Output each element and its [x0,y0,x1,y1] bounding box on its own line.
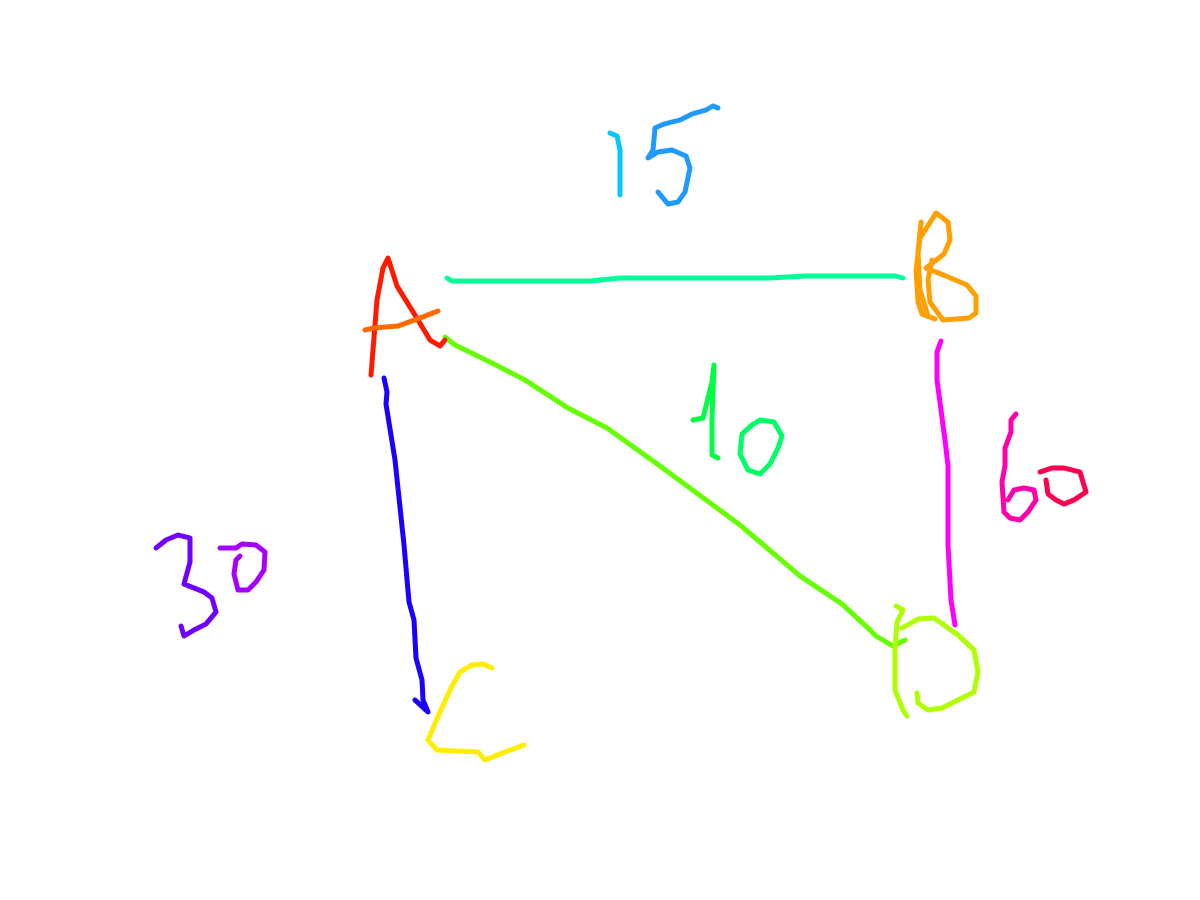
node-a [362,255,448,378]
weight-10-digit-0 [737,417,785,477]
node-c-text: C [470,709,472,711]
weight-label-15: 15 [607,103,721,207]
weight-10-digit-1 [690,362,721,461]
weight-15-digit-1 [607,130,623,198]
edge-a-d [442,334,908,649]
weight-30-digit-3 [153,532,219,639]
weight-label-10: 10 [690,362,785,477]
weight-60-digit-0 [1037,465,1089,507]
weight-30-text: 30 [210,584,213,586]
edge-b-d [934,338,958,628]
node-c [425,661,527,763]
weight-label-30: 30 [153,532,268,639]
edge-a-c [381,375,431,715]
node-a-crossbar [362,308,441,333]
weight-30-digit-0 [217,541,268,593]
node-b-text: B [945,269,947,271]
weight-15-digit-5 [645,103,721,207]
weight-60-digit-6 [999,411,1039,523]
weight-label-60: 60 [999,411,1089,523]
node-a-text: A [400,308,402,311]
node-b [913,210,979,323]
weight-15-text: 15 [650,174,653,176]
node-c-glyph [425,661,527,763]
edge-a-b [444,273,906,284]
node-d-bowl [899,615,981,713]
weight-60-text: 60 [1040,489,1043,491]
node-d-stem [892,603,910,719]
node-a-glyph [368,255,448,378]
node-d [892,603,981,719]
weight-10-text: 10 [735,439,738,441]
node-b-glyph [913,210,979,323]
node-d-text: D [935,664,937,666]
